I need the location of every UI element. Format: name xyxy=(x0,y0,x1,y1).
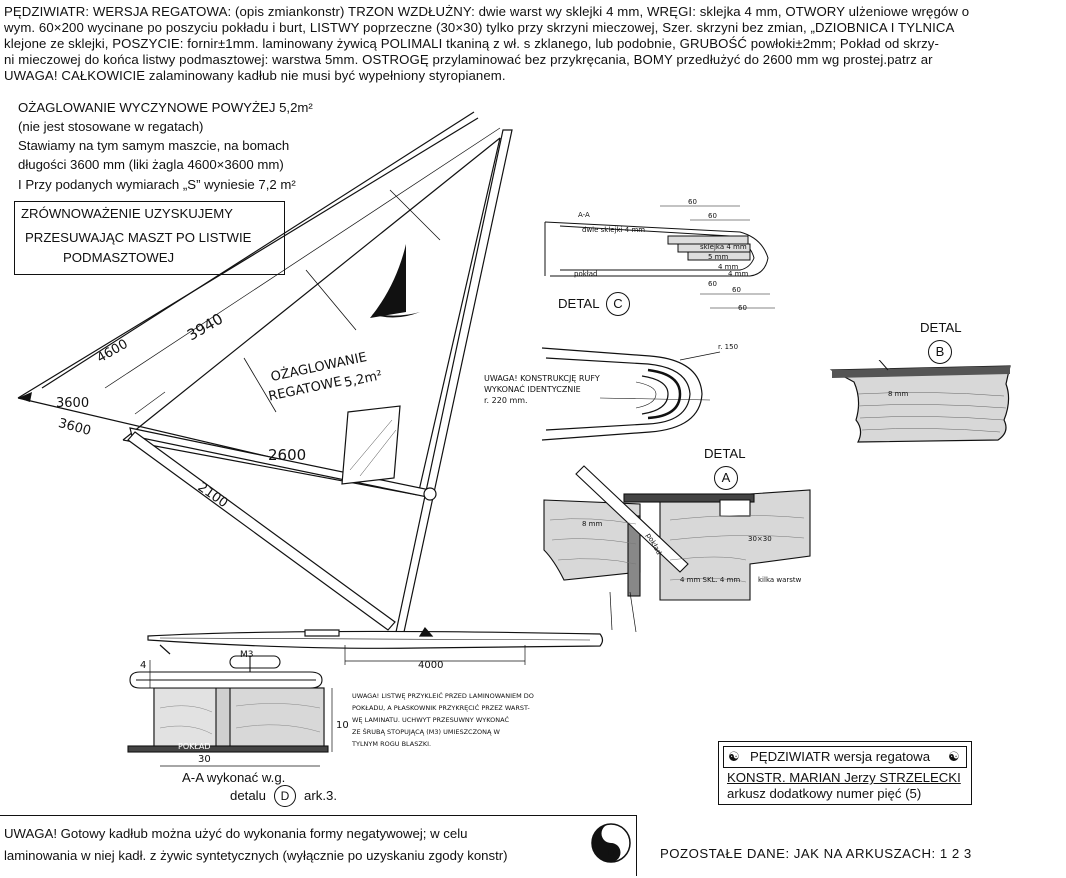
detail-c-letter: C xyxy=(606,292,630,316)
title-text: PĘDZIWIATR wersja regatowa xyxy=(750,749,931,764)
detail-a-tag-1: 30×30 xyxy=(748,535,772,543)
title-block: ☯ PĘDZIWIATR wersja regatowa ☯ KONSTR. M… xyxy=(718,741,972,805)
detail-a-tag-3: kilka warstw xyxy=(758,576,802,584)
balance-line-2: PRZESUWAJĄC MASZT PO LISTWIE xyxy=(25,230,252,245)
detail-c-dim-2: 60 xyxy=(708,212,717,220)
listwy-note-line-5: TYLNYM ROGU BLASZKI. xyxy=(352,740,432,748)
header-line-1: PĘDZIWIATR: WERSJA REGATOWA: (opis zmian… xyxy=(4,4,970,19)
detail-a-tag-2: 4 mm SKL. 4 mm xyxy=(680,576,741,584)
detail-c-tag-2: sklejka 4 mm xyxy=(700,243,747,251)
rufa-r150: r. 150 xyxy=(718,343,739,351)
section-aa-letter: D xyxy=(274,785,296,807)
header-line-4: ni mieczowej do końca listwy podmasztowe… xyxy=(4,52,933,67)
yin-yang-icon xyxy=(591,823,631,863)
rufa-note-line-1: UWAGA! KONSTRUKCJĘ RUFY xyxy=(484,374,600,383)
dim-3600-a: 3600 xyxy=(56,396,90,411)
boom-strut xyxy=(127,431,396,631)
detail-a-letter: A xyxy=(714,466,738,490)
rufa-note-line-2: WYKONAĆ IDENTYCZNIE xyxy=(484,385,581,394)
sail-note-line-2: (nie jest stosowane w regatach) xyxy=(18,119,204,134)
balance-line-1: ZRÓWNOWAŻENIE UZYSKUJEMY xyxy=(21,206,233,221)
detail-c-tag-5: 4 mm xyxy=(728,270,749,278)
balance-box: ZRÓWNOWAŻENIE UZYSKUJEMY PRZESUWAJĄC MAS… xyxy=(14,201,285,275)
detail-b-drawing xyxy=(829,360,1011,443)
rufa-drawing xyxy=(541,347,721,441)
listwy-note-line-4: ZE ŚRUBĄ STOPUJĄCĄ (M3) UMIESZCZONĄ W xyxy=(352,728,500,736)
detail-b-letter: B xyxy=(928,340,952,364)
detail-c-tag-6: pokład xyxy=(574,270,598,278)
dim-2600: 2600 xyxy=(268,446,307,464)
section-aa-drawing xyxy=(127,655,333,767)
dim-4: 4 xyxy=(140,660,147,671)
sail-note-line-3: Stawiamy na tym samym maszcie, na bomach xyxy=(18,138,290,153)
rufa-note-line-3: r. 220 mm. xyxy=(484,396,528,405)
bottom-note-box: UWAGA! Gotowy kadłub można użyć do wykon… xyxy=(0,815,637,876)
sail-note-line-5: I Przy podanych wymiarach „S” wyniesie 7… xyxy=(18,177,296,192)
header-line-2: wym. 60×200 wycinane po poszyciu pokładu… xyxy=(4,20,955,35)
bottom-note-line-1: UWAGA! Gotowy kadłub można użyć do wykon… xyxy=(4,826,468,841)
title-sheet: arkusz dodatkowy numer pięć (5) xyxy=(727,786,922,801)
section-aa-line-1: A-A wykonać w.g. xyxy=(182,770,286,785)
listwy-note-line-2: POKŁADU, A PŁASKOWNIK PRZYKRĘCIĆ PRZEZ W… xyxy=(352,704,530,712)
header-line-3: klejone ze sklejki, POSZYCIE: fornir±1mm… xyxy=(4,36,939,51)
hull xyxy=(147,630,604,649)
header-line-5: UWAGA! CAŁKOWICIE zalaminowany kadłub ni… xyxy=(4,68,506,83)
listwy-note-line-3: WĘ LAMINATU. UCHWYT PRZESUWNY WYKONAĆ xyxy=(352,716,509,724)
detail-c-tag-3: 5 mm xyxy=(708,253,729,261)
detail-c-section: A-A xyxy=(578,211,590,219)
detail-c-label: DETAL xyxy=(558,296,600,311)
yin-yang-icon-right: ☯ xyxy=(948,749,960,764)
section-aa-pokład: POKŁAD xyxy=(178,742,211,751)
balance-line-3: PODMASZTOWEJ xyxy=(63,250,175,265)
listwy-note-line-1: UWAGA! LISTWĘ PRZYKLEIĆ PRZED LAMINOWANI… xyxy=(352,692,534,700)
dim-30: 30 xyxy=(198,754,211,765)
detail-c-dim-3: 60 xyxy=(708,280,717,288)
section-aa-line-3: ark.3. xyxy=(304,788,337,803)
remaining-data-note: POZOSTAŁE DANE: JAK NA ARKUSZACH: 1 2 3 xyxy=(660,846,972,861)
rig-line-4600 xyxy=(17,117,479,399)
detail-a-label: DETAL xyxy=(704,446,746,461)
yin-yang-icon-left: ☯ xyxy=(728,749,740,764)
detail-a-drawing xyxy=(543,465,811,633)
dim-10: 10 xyxy=(336,720,349,731)
detail-a-dim: 8 mm xyxy=(582,520,603,528)
section-aa-line-2: detalu xyxy=(230,788,266,803)
detail-c-dim-1: 60 xyxy=(688,198,697,206)
title-designer: KONSTR. MARIAN Jerzy STRZELECKI xyxy=(727,770,961,785)
title-row: ☯ PĘDZIWIATR wersja regatowa ☯ xyxy=(723,746,967,768)
bottom-note-line-2: laminowania w niej kadł. z żywic syntety… xyxy=(4,848,508,863)
detail-c-dim-5: 60 xyxy=(738,304,747,312)
sail-note-line-4: długości 3600 mm (liki żagla 4600×3600 m… xyxy=(18,157,284,172)
detail-b-dim: 8 mm xyxy=(888,390,909,398)
sail-note-line-1: OŻAGLOWANIE WYCZYNOWE POWYŻEJ 5,2m² xyxy=(18,100,313,115)
detail-b-label: DETAL xyxy=(920,320,962,335)
detail-c-tag-4: 4 mm xyxy=(718,263,739,271)
dim-m3: M3 xyxy=(240,650,254,660)
sail-logo xyxy=(370,244,406,318)
detail-c-dim-4: 60 xyxy=(732,286,741,294)
sail-luff xyxy=(122,137,501,441)
dim-4000: 4000 xyxy=(418,660,444,671)
detail-c-tag-1: dwie sklejki 4 mm xyxy=(582,226,646,234)
detail-c-drawing xyxy=(544,205,775,309)
